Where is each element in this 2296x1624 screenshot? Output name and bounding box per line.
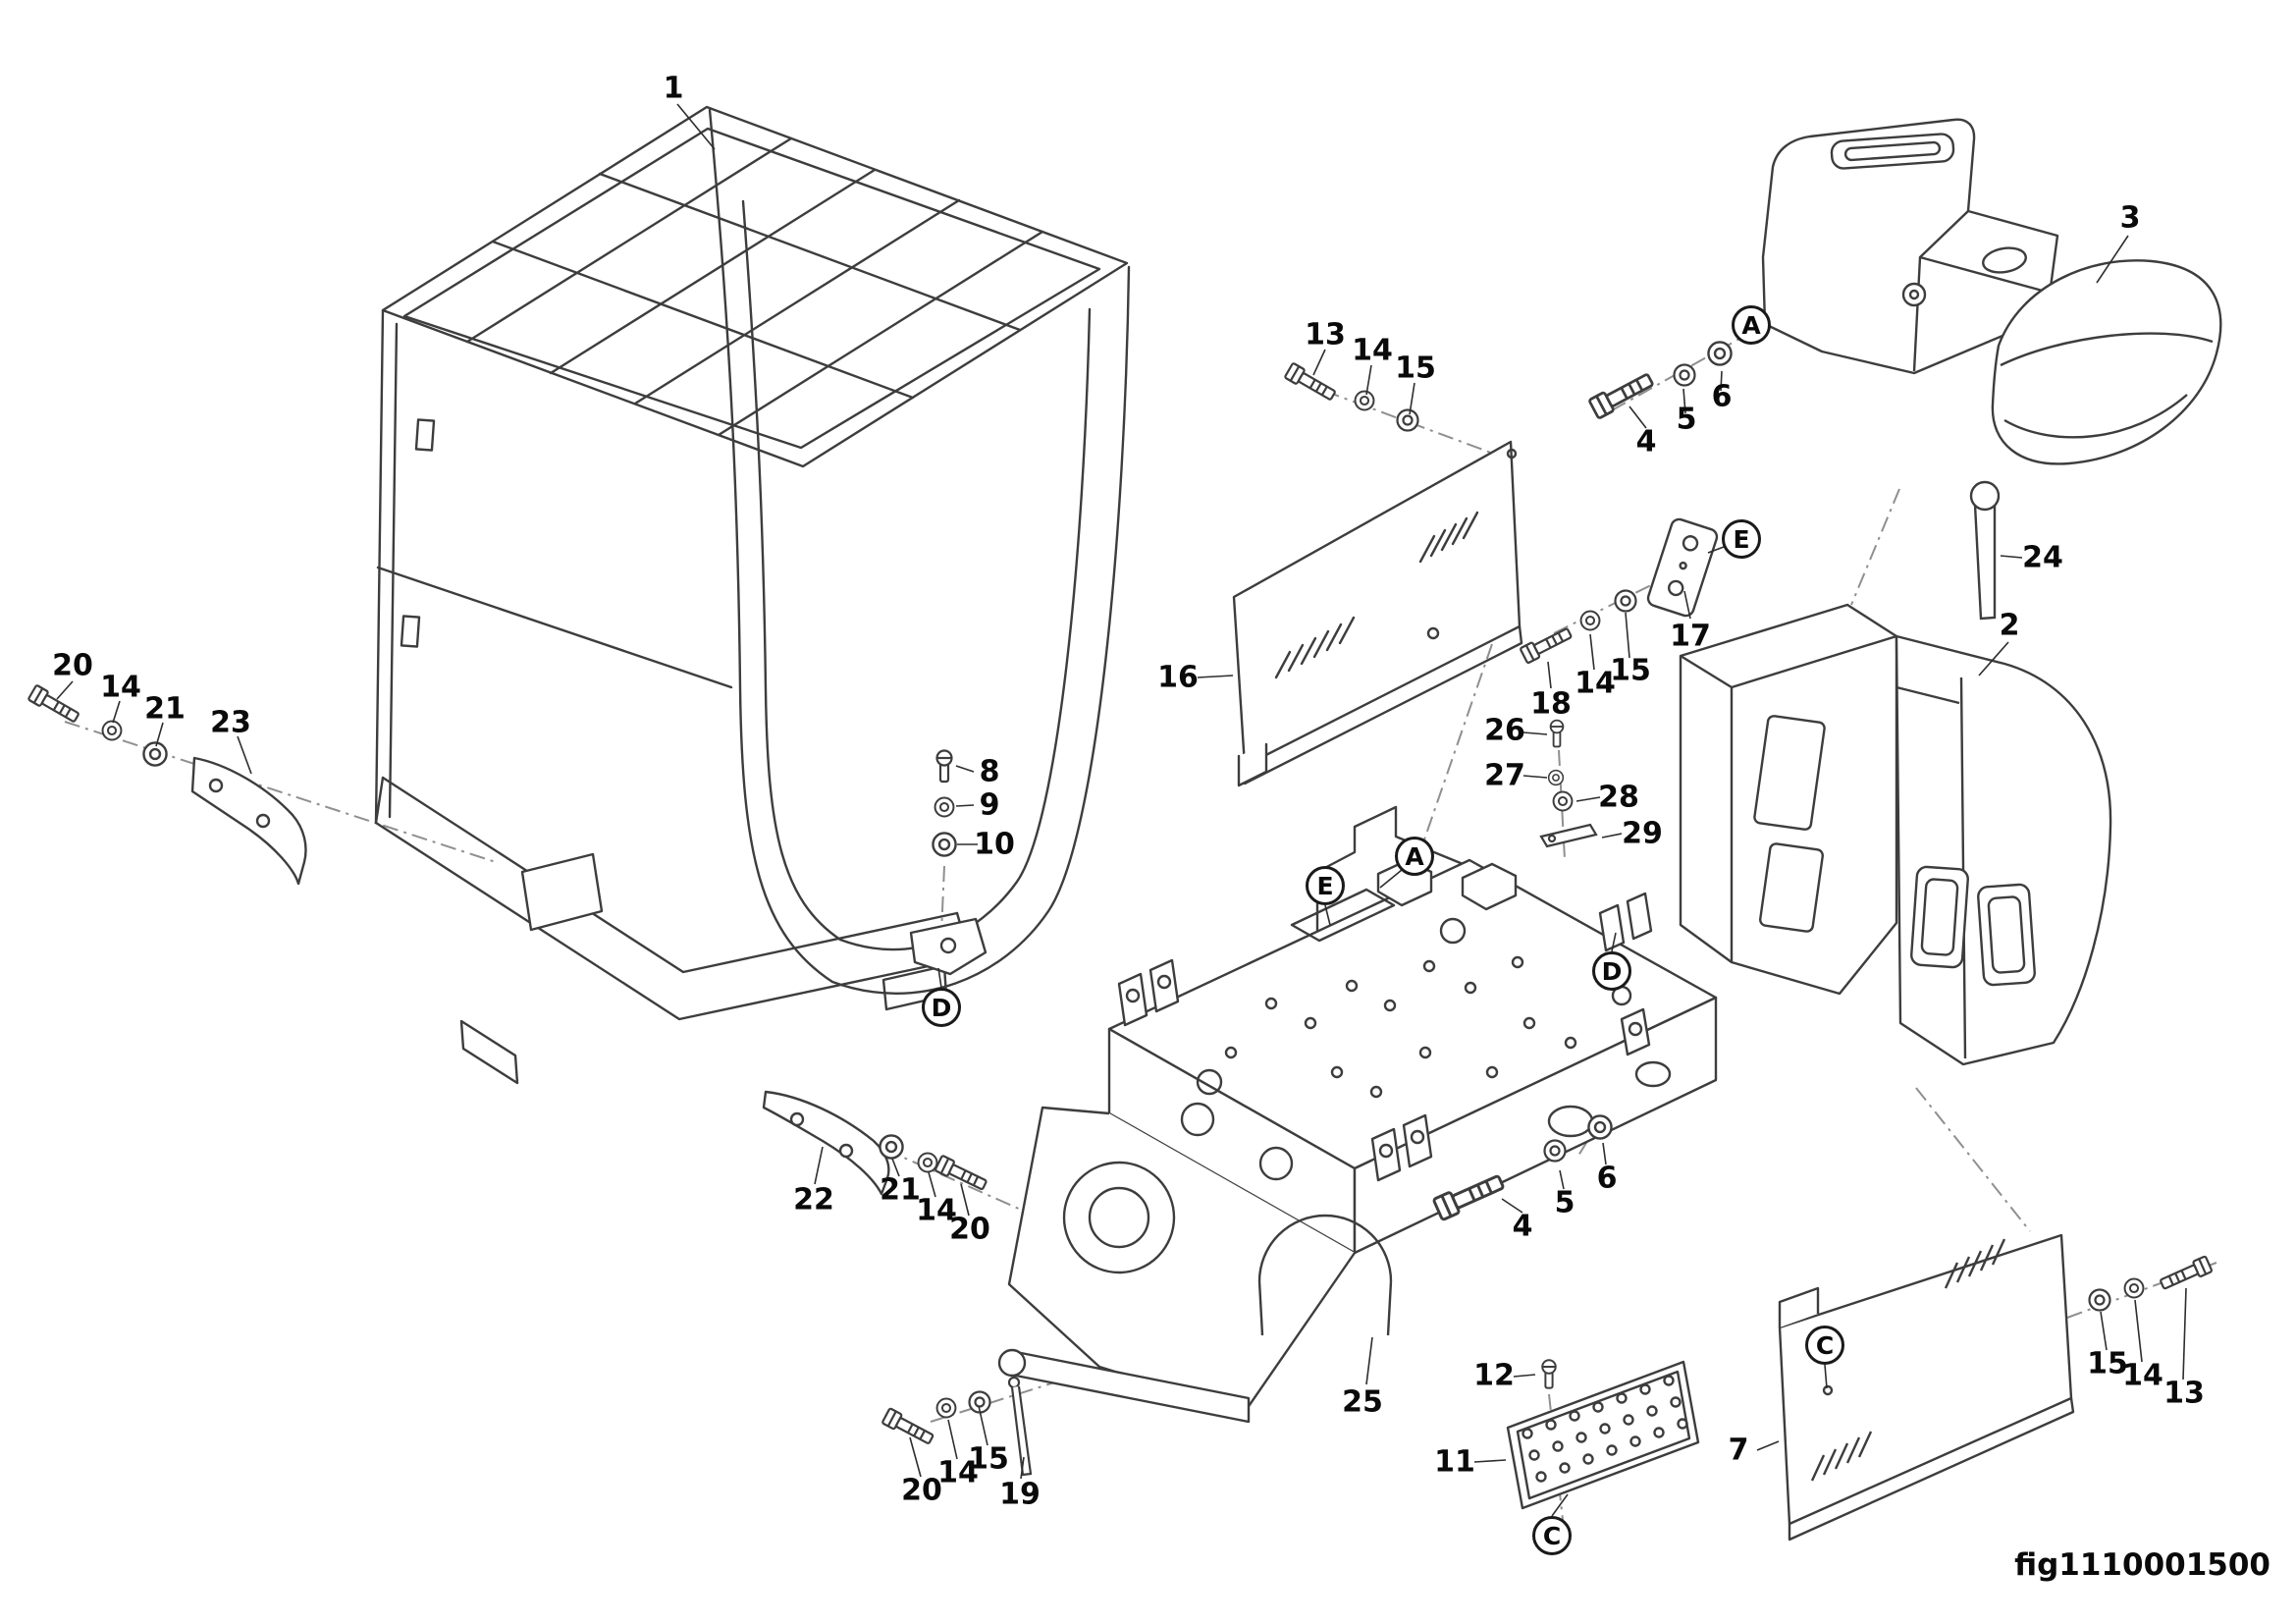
part-label-15: 15 (2087, 1346, 2128, 1381)
part-label-14: 14 (916, 1193, 957, 1228)
callout-a: A (1395, 837, 1434, 876)
part-label-14: 14 (1352, 333, 1393, 368)
part-label-15: 15 (1395, 351, 1436, 386)
step-plate-11 (1506, 1360, 1700, 1510)
callout-d: D (1592, 951, 1631, 991)
part-label-20: 20 (901, 1473, 942, 1508)
part-label-6: 6 (1596, 1161, 1618, 1196)
part-label-21: 21 (144, 691, 186, 727)
counterweight-2 (1679, 603, 2112, 1066)
top-cover-assembly (1761, 118, 2059, 375)
callout-e: E (1722, 519, 1761, 559)
side-panel-7 (1778, 1233, 2075, 1542)
part-label-14: 14 (2122, 1358, 2163, 1393)
part-label-5: 5 (1676, 402, 1697, 437)
part-label-6: 6 (1711, 379, 1733, 414)
part-label-3: 3 (2119, 200, 2141, 236)
part-label-19: 19 (999, 1477, 1041, 1512)
part-label-5: 5 (1554, 1185, 1575, 1220)
part-label-27: 27 (1484, 758, 1525, 793)
rod-19 (1007, 1376, 1033, 1477)
figure-code: fig1110001500 (2014, 1547, 2270, 1583)
part-label-18: 18 (1530, 686, 1572, 722)
part-label-15: 15 (1610, 653, 1651, 688)
part-label-14: 14 (937, 1455, 979, 1490)
callout-d: D (922, 988, 961, 1027)
callout-c: C (1532, 1516, 1572, 1555)
part-label-9: 9 (979, 787, 1000, 823)
part-label-8: 8 (979, 754, 1000, 789)
part-label-7: 7 (1728, 1433, 1749, 1468)
part-label-21: 21 (880, 1172, 921, 1208)
bracket-23 (190, 756, 307, 886)
part-label-12: 12 (1473, 1358, 1515, 1393)
part-label-20: 20 (52, 648, 93, 683)
cab-frame-1 (374, 105, 1131, 1085)
part-label-22: 22 (793, 1182, 834, 1218)
part-label-20: 20 (949, 1212, 990, 1247)
rear-panel-16 (1232, 440, 1523, 787)
part-label-1: 1 (663, 71, 684, 106)
knob-rod-24 (1969, 480, 2001, 621)
bracket-17 (1646, 517, 1719, 618)
label-leader-lines (56, 103, 2187, 1517)
cushion-pad-3 (1991, 259, 2222, 465)
callout-a: A (1732, 305, 1771, 345)
part-label-14: 14 (1575, 666, 1616, 701)
hardware-fasteners (27, 341, 2214, 1477)
callout-c: C (1805, 1326, 1844, 1365)
part-label-16: 16 (1157, 660, 1199, 695)
part-label-14: 14 (100, 670, 141, 705)
part-label-28: 28 (1598, 780, 1639, 815)
part-label-23: 23 (210, 705, 251, 740)
part-label-4: 4 (1512, 1209, 1533, 1244)
part-label-29: 29 (1622, 816, 1663, 851)
part-label-24: 24 (2022, 540, 2063, 575)
latch-strip-29 (1539, 823, 1598, 848)
part-label-25: 25 (1342, 1384, 1383, 1420)
part-label-11: 11 (1434, 1444, 1475, 1480)
part-label-17: 17 (1670, 619, 1711, 654)
part-label-2: 2 (1999, 608, 2020, 643)
part-label-26: 26 (1484, 713, 1525, 748)
callout-e: E (1306, 866, 1345, 905)
part-label-13: 13 (2163, 1376, 2205, 1411)
bracket-22 (762, 1090, 890, 1196)
part-label-4: 4 (1635, 424, 1657, 460)
part-label-10: 10 (974, 827, 1015, 862)
part-label-15: 15 (968, 1441, 1009, 1477)
part-label-13: 13 (1305, 317, 1346, 352)
